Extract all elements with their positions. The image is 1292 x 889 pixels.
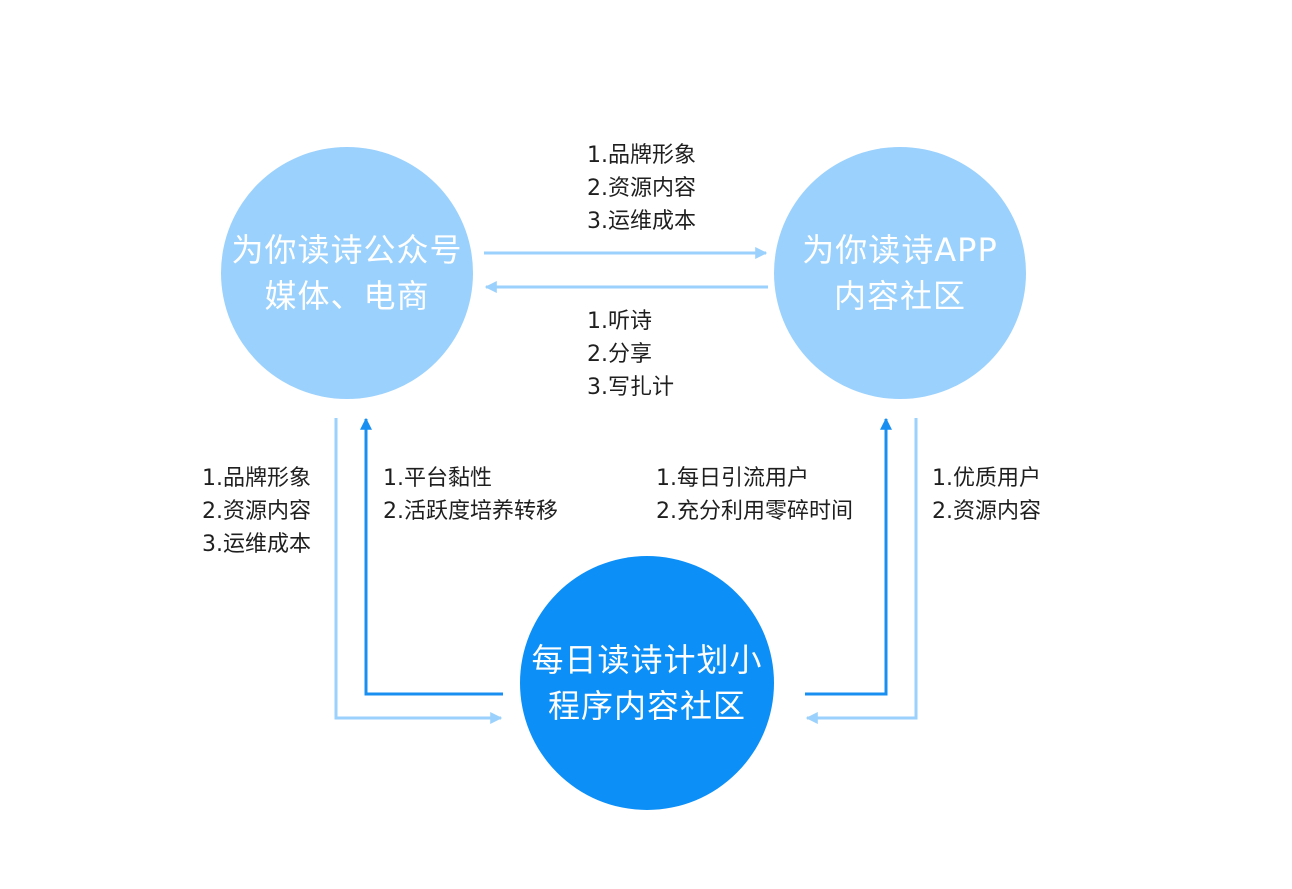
arrow-mini-to-official (360, 417, 503, 696)
app-community-subtitle: 内容社区 (833, 277, 966, 315)
list-item: 2.资源内容 (587, 176, 696, 201)
list-item: 1.每日引流用户 (656, 466, 809, 491)
list-item: 2.活跃度培养转移 (383, 499, 558, 524)
official-to-mini-label: 1.品牌形象 2.资源内容 3.运维成本 (202, 462, 311, 561)
app-to-mini-label: 1.优质用户 2.资源内容 (932, 462, 1041, 528)
mini-to-official-label: 1.平台黏性 2.活跃度培养转移 (383, 462, 558, 528)
mini-program-subtitle: 程序内容社区 (547, 687, 746, 725)
list-item: 3.运维成本 (587, 209, 696, 234)
app-community-title: 为你读诗APP (802, 231, 998, 269)
arrow-mini-to-app (805, 417, 892, 696)
app-community-node: 为你读诗APP 内容社区 (774, 147, 1026, 399)
list-item: 1.品牌形象 (202, 466, 311, 491)
official-account-subtitle: 媒体、电商 (264, 277, 430, 315)
list-item: 2.分享 (587, 342, 652, 367)
official-account-title: 为你读诗公众号 (231, 231, 463, 269)
list-item: 1.品牌形象 (587, 143, 696, 168)
arrow-app-to-mini (805, 418, 918, 724)
official-account-node: 为你读诗公众号 媒体、电商 (221, 147, 473, 399)
mini-program-node: 每日读诗计划小 程序内容社区 (520, 556, 774, 810)
official-to-app-label: 1.品牌形象 2.资源内容 3.运维成本 (587, 139, 696, 238)
list-item: 3.运维成本 (202, 532, 311, 557)
arrow-official-to-mini (334, 418, 503, 724)
list-item: 1.平台黏性 (383, 466, 492, 491)
app-to-official-label: 1.听诗 2.分享 3.写扎计 (587, 305, 674, 404)
list-item: 1.听诗 (587, 309, 652, 334)
mini-program-title: 每日读诗计划小 (531, 641, 763, 679)
list-item: 2.资源内容 (202, 499, 311, 524)
list-item: 2.充分利用零碎时间 (656, 499, 853, 524)
list-item: 3.写扎计 (587, 375, 674, 400)
mini-to-app-label: 1.每日引流用户 2.充分利用零碎时间 (656, 462, 853, 528)
list-item: 2.资源内容 (932, 499, 1041, 524)
list-item: 1.优质用户 (932, 466, 1041, 491)
